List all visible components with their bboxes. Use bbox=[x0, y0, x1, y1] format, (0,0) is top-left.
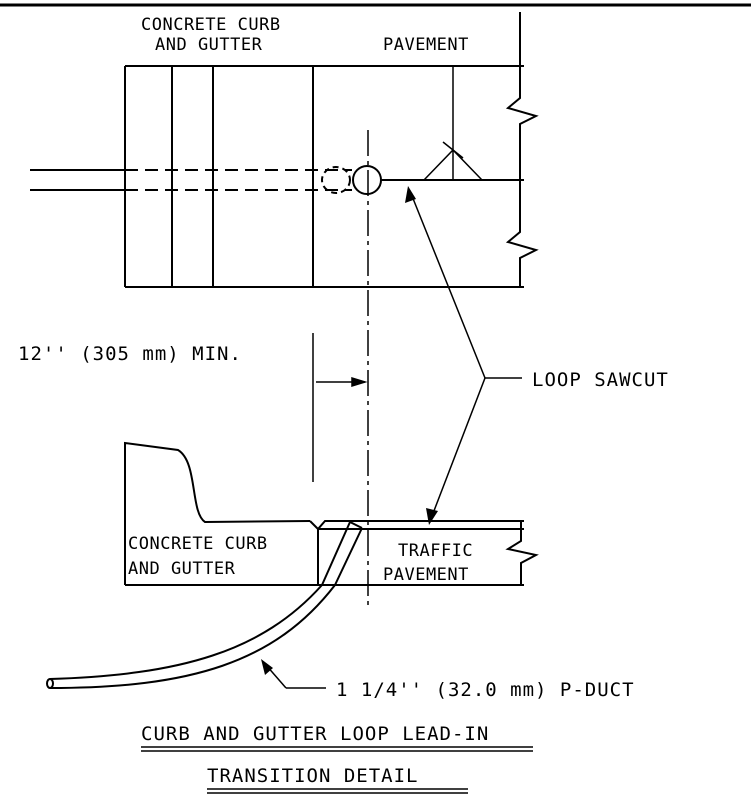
traffic-label-line1: TRAFFIC bbox=[398, 541, 473, 561]
title-line2: TRANSITION DETAIL bbox=[207, 765, 418, 787]
plan-break-line bbox=[505, 12, 539, 287]
section-curb-label-line2: AND GUTTER bbox=[128, 559, 236, 579]
loop-sawcut-leaders bbox=[405, 186, 522, 525]
loop-sawcut-label: LOOP SAWCUT bbox=[532, 369, 669, 391]
min-dimension-label: 12'' (305 mm) MIN. bbox=[18, 343, 242, 365]
title-line1: CURB AND GUTTER LOOP LEAD-IN bbox=[141, 723, 489, 745]
min-dimension bbox=[312, 333, 368, 482]
p-duct-leader bbox=[261, 659, 326, 689]
plan-view bbox=[30, 12, 539, 606]
section-view bbox=[46, 441, 539, 689]
plan-curb-label-line2: AND GUTTER bbox=[155, 35, 263, 55]
p-duct-label: 1 1/4'' (32.0 mm) P-DUCT bbox=[336, 679, 635, 701]
plan-curb-label-line1: CONCRETE CURB bbox=[141, 15, 281, 35]
pavement-label: PAVEMENT bbox=[383, 35, 469, 55]
traffic-label-line2: PAVEMENT bbox=[383, 565, 469, 585]
section-curb-label-line1: CONCRETE CURB bbox=[128, 534, 268, 554]
